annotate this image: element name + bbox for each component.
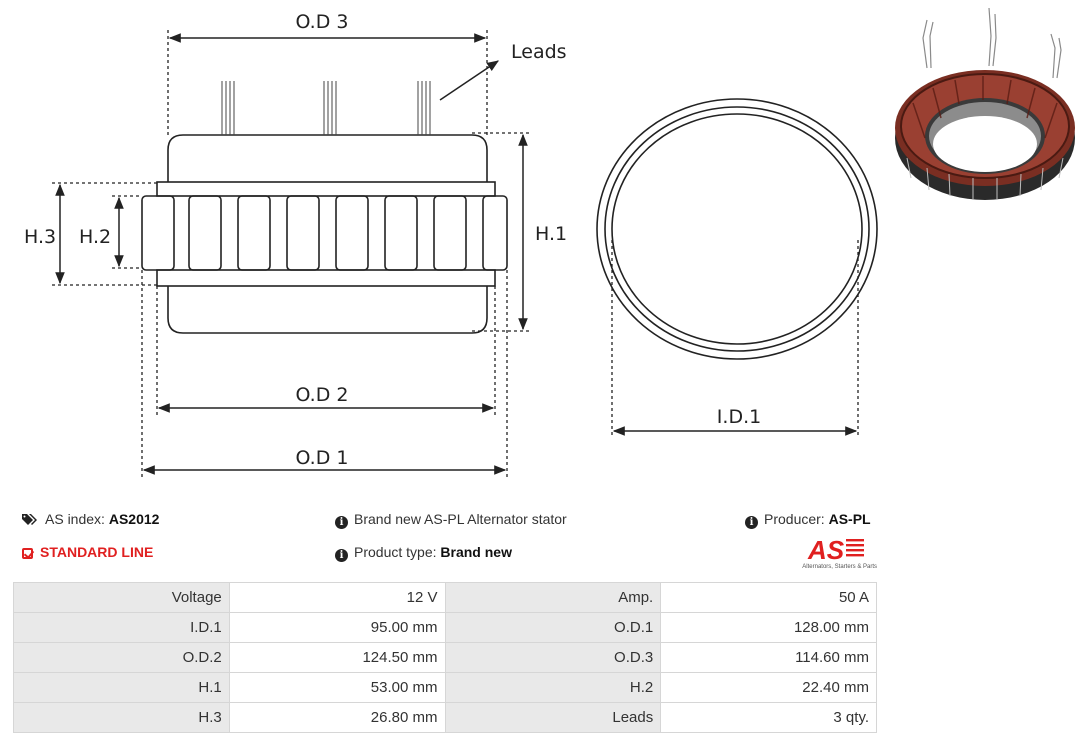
label-h2: H.2 (79, 226, 111, 248)
spec-label: H.3 (13, 702, 230, 733)
spec-label: Voltage (13, 582, 230, 613)
label-h1: H.1 (535, 223, 567, 245)
table-row: H.1 53.00 mm H.2 22.40 mm (13, 672, 877, 703)
label-id1: I.D.1 (717, 406, 761, 428)
spec-value: 95.00 mm (228, 612, 446, 643)
specifications-table: Voltage 12 V Amp. 50 A I.D.1 95.00 mm O.… (13, 582, 877, 733)
stator-product-photo (895, 8, 1075, 200)
spec-label: O.D.3 (444, 642, 662, 673)
spec-value: 26.80 mm (228, 702, 446, 733)
spec-label: Leads (444, 702, 662, 733)
product-description: i Brand new AS-PL Alternator stator (335, 511, 567, 529)
producer-value: AS-PL (828, 511, 871, 527)
label-leads: Leads (511, 41, 567, 63)
spec-label: H.1 (13, 672, 230, 703)
info-icon: i (335, 516, 348, 529)
label-od2: O.D 2 (296, 384, 349, 406)
check-square-icon (22, 548, 33, 559)
product-type-label: Product type: (354, 544, 437, 560)
description-text: Brand new AS-PL Alternator stator (354, 511, 567, 527)
spec-value: 50 A (660, 582, 877, 613)
info-icon: i (745, 516, 758, 529)
product-type: i Product type: Brand new (335, 544, 512, 562)
dimension-lines (52, 30, 859, 478)
table-row: O.D.2 124.50 mm O.D.3 114.60 mm (13, 642, 877, 673)
spec-value: 128.00 mm (660, 612, 877, 643)
as-index: AS index: AS2012 (22, 511, 159, 527)
standard-line-badge: STANDARD LINE (22, 544, 153, 560)
spec-label: I.D.1 (13, 612, 230, 643)
producer-label: Producer: (764, 511, 825, 527)
table-row: I.D.1 95.00 mm O.D.1 128.00 mm (13, 612, 877, 643)
spec-label: Amp. (444, 582, 662, 613)
spec-value: 22.40 mm (660, 672, 877, 703)
label-h3: H.3 (24, 226, 56, 248)
stator-technical-drawing: O.D 3 Leads H.3 H.2 H.1 O.D 2 O.D 1 I.D.… (24, 11, 878, 478)
table-row: Voltage 12 V Amp. 50 A (13, 582, 877, 613)
stator-leads (221, 81, 431, 135)
product-type-value: Brand new (440, 544, 512, 560)
spec-value: 53.00 mm (228, 672, 446, 703)
spec-label: H.2 (444, 672, 662, 703)
spec-label: O.D.1 (444, 612, 662, 643)
table-row: H.3 26.80 mm Leads 3 qty. (13, 702, 877, 733)
stator-side-view (141, 134, 508, 334)
standard-line-label: STANDARD LINE (40, 544, 154, 560)
spec-value: 3 qty. (660, 702, 877, 733)
spec-label: O.D.2 (13, 642, 230, 673)
logo-tagline: Alternators, Starters & Parts (802, 564, 877, 570)
as-index-value: AS2012 (108, 511, 160, 527)
as-index-label: AS index: (45, 511, 105, 527)
tags-icon (22, 514, 37, 525)
spec-value: 124.50 mm (228, 642, 446, 673)
logo-mark: AS (807, 535, 845, 565)
as-pl-logo: AS Alternators, Starters & Parts (802, 535, 877, 570)
label-od3: O.D 3 (296, 11, 349, 33)
label-od1: O.D 1 (296, 447, 349, 469)
info-icon: i (335, 549, 348, 562)
spec-value: 12 V (228, 582, 446, 613)
stator-top-view (596, 98, 878, 360)
spec-value: 114.60 mm (660, 642, 877, 673)
producer: i Producer: AS-PL (745, 511, 871, 529)
